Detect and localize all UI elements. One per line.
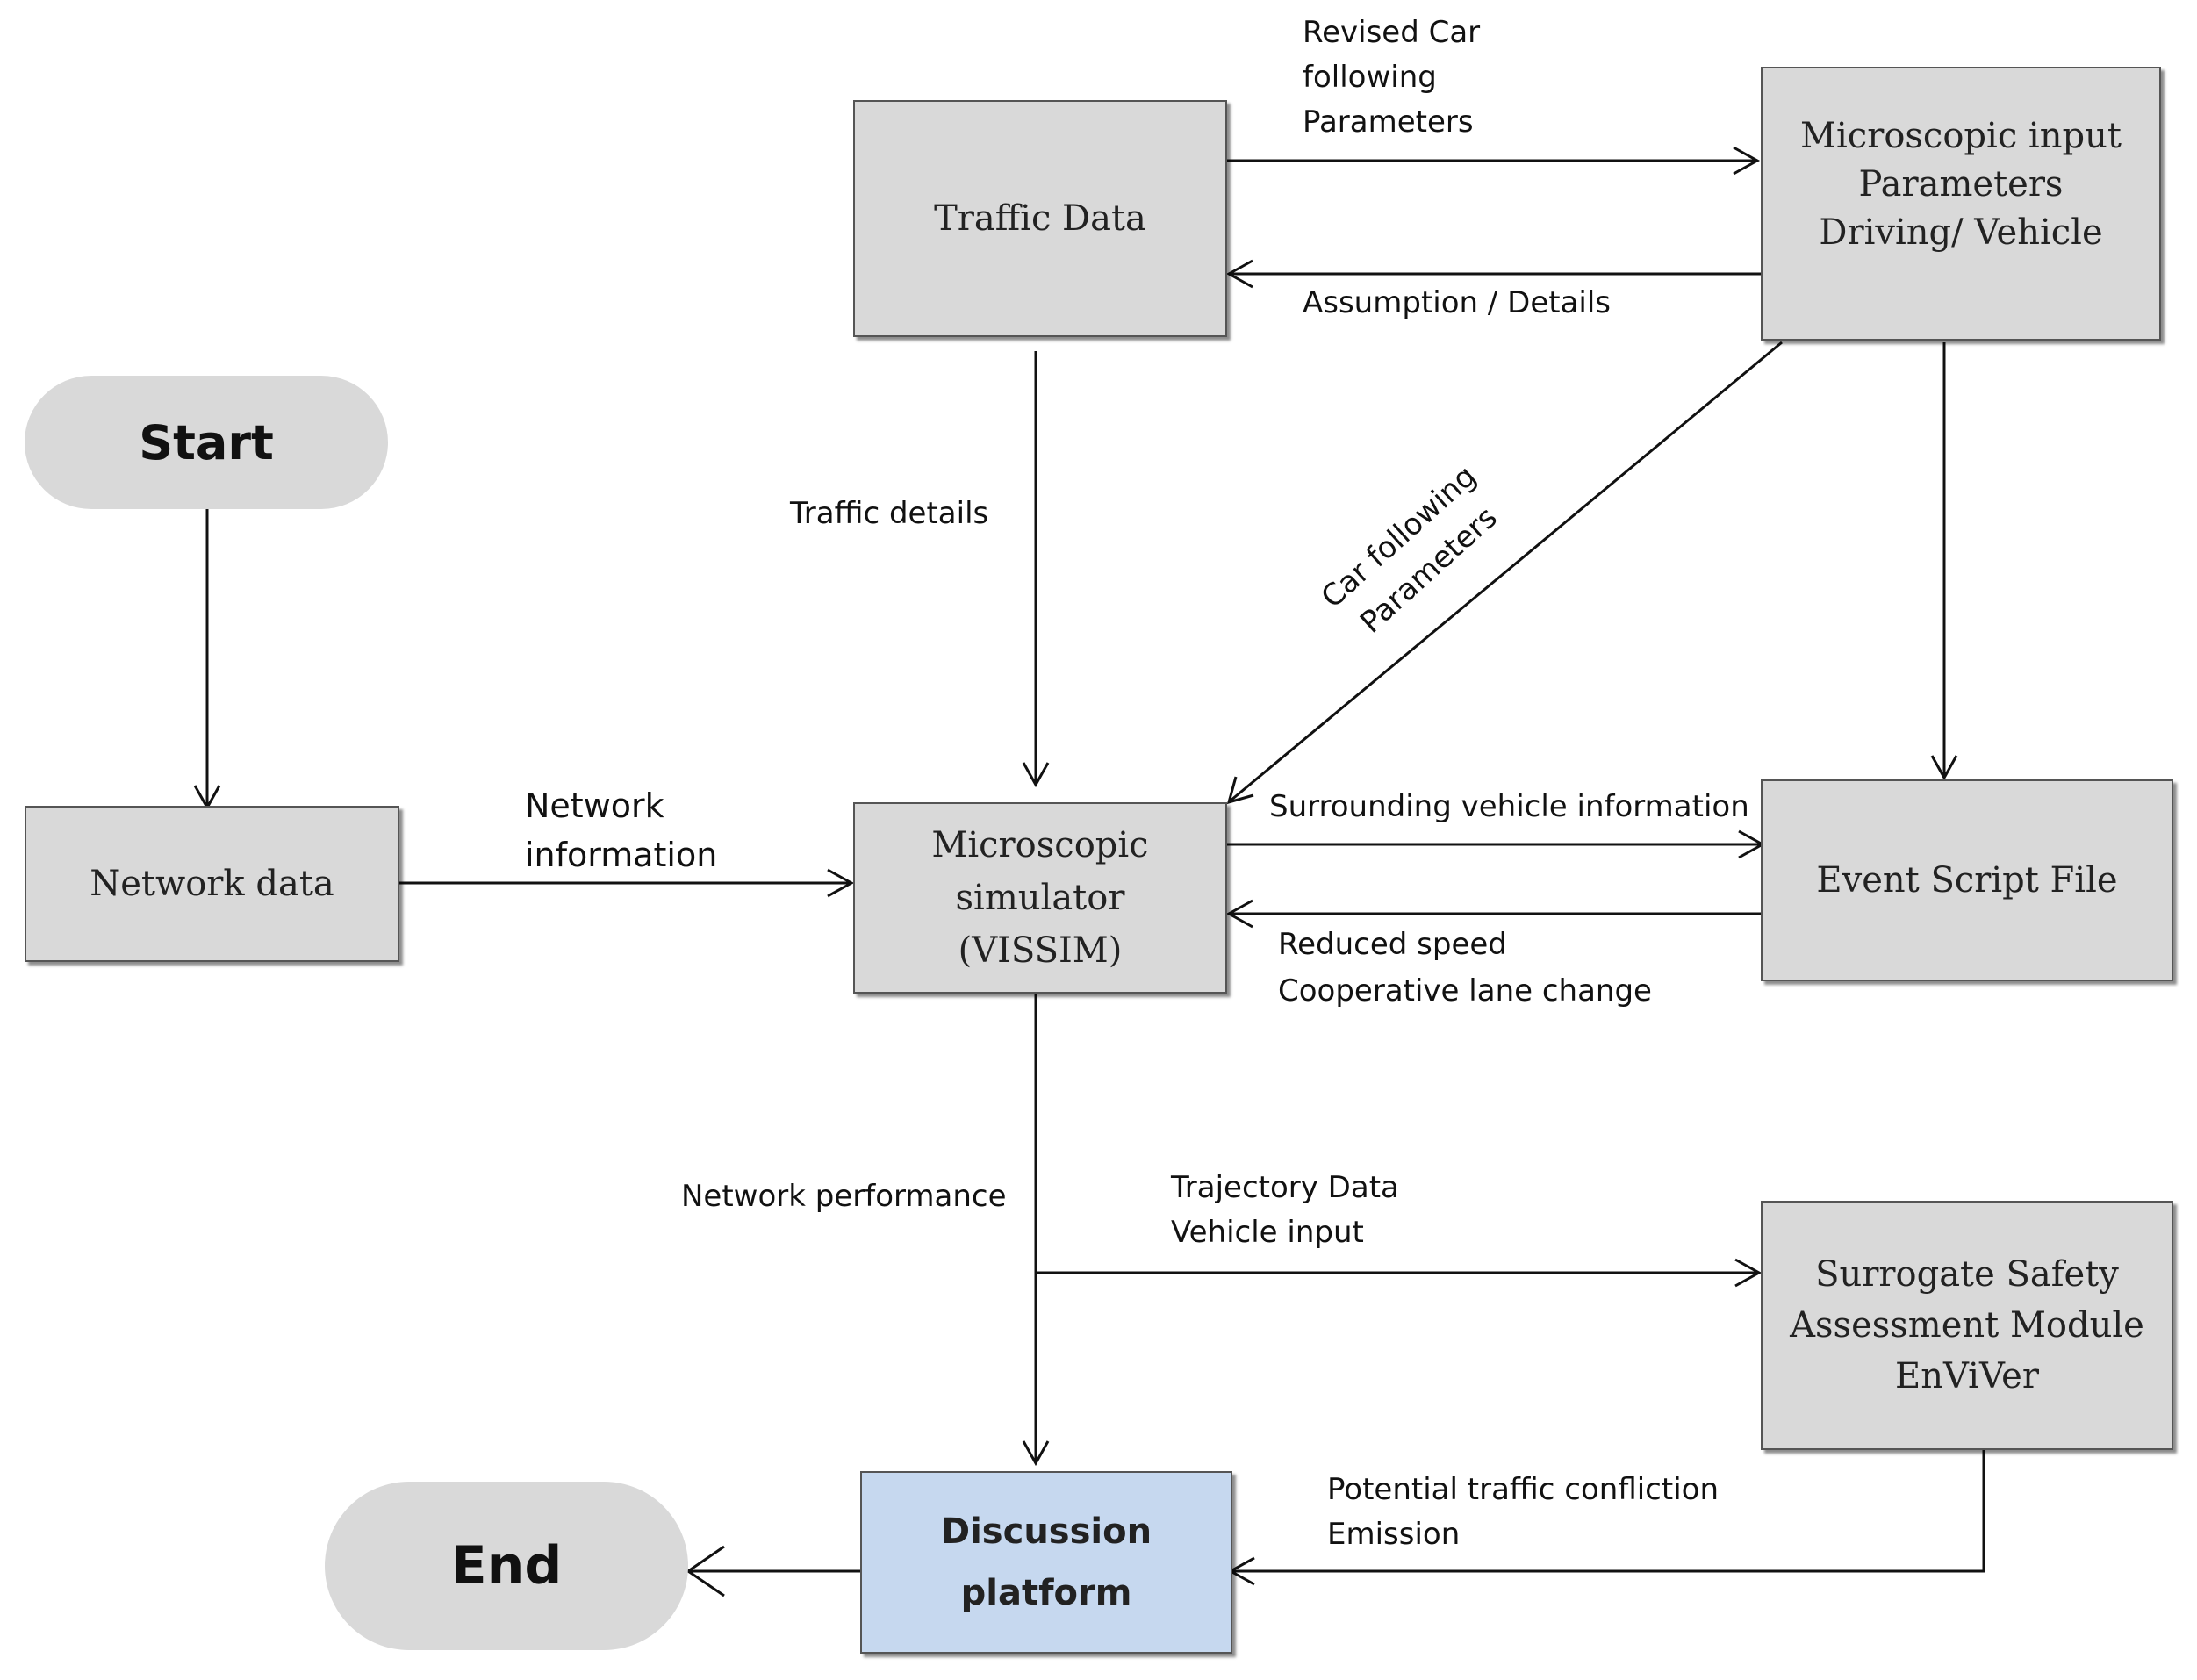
event-script-label: Event Script File — [1816, 859, 2118, 901]
potential-confliction-label: Potential traffic confliction Emission — [1327, 1472, 1720, 1552]
end-label: End — [450, 1535, 563, 1597]
network-performance-label: Network performance — [681, 1179, 1007, 1214]
traffic-data-node: Traffic Data — [853, 100, 1227, 337]
microscopic-input-line-2: Parameters — [1858, 164, 2064, 205]
surrogate-line-4: EnViVer — [1895, 1356, 2039, 1396]
surrounding-info-label: Surrounding vehicle information — [1269, 789, 1749, 824]
trajectory-data-label: Trajectory Data Vehicle input — [1171, 1170, 1399, 1250]
arrow-potential-confliction — [1232, 1450, 1985, 1573]
simulator-line-1: Microscopic — [931, 825, 1149, 865]
arrowhead — [1930, 755, 1958, 781]
reduced-speed-label: Reduced speed Cooperative lane change — [1278, 927, 1652, 1009]
simulator-node: Microscopic simulator (VISSIM) — [853, 802, 1227, 994]
microscopic-input-node: Microscopic input Parameters Driving/ Ve… — [1761, 67, 2161, 341]
arrowhead — [1225, 899, 1253, 929]
start-terminal: Start — [25, 376, 388, 509]
arrowhead — [827, 868, 855, 898]
arrowhead — [1225, 259, 1253, 289]
surrogate-line-2: Assessment Module — [1790, 1305, 2144, 1346]
revised-parameters-label: Revised Car following Parameters — [1303, 15, 1481, 140]
network-information-label: Network information — [525, 786, 718, 874]
surrogate-safety-node: Surrogate Safety Assessment Module EnViV… — [1761, 1201, 2173, 1450]
arrowhead — [1022, 1440, 1050, 1467]
surrogate-line-1: Surrogate Safety — [1815, 1254, 2119, 1295]
microscopic-input-line-3: Driving/ Vehicle — [1819, 212, 2103, 253]
simulator-line-2: simulator — [955, 878, 1125, 918]
start-label: Start — [139, 414, 274, 470]
end-terminal: End — [325, 1482, 688, 1650]
discussion-platform-node: Discussion platform — [860, 1471, 1232, 1654]
network-data-label: Network data — [90, 863, 334, 904]
arrowhead — [686, 1545, 725, 1597]
simulator-line-3: (VISSIM) — [958, 930, 1123, 971]
traffic-data-label: Traffic Data — [934, 197, 1146, 239]
assumption-details-label: Assumption / Details — [1303, 285, 1612, 320]
traffic-details-label: Traffic details — [790, 496, 989, 531]
network-data-node: Network data — [25, 806, 399, 962]
discussion-line-2: platform — [960, 1573, 1132, 1613]
event-script-node: Event Script File — [1761, 779, 2173, 981]
arrowhead — [1022, 762, 1050, 788]
arrowhead — [1734, 1258, 1763, 1288]
microscopic-input-line-1: Microscopic input — [1800, 116, 2122, 156]
arrowhead — [1733, 146, 1761, 176]
arrowhead — [1226, 776, 1254, 805]
discussion-line-1: Discussion — [940, 1511, 1152, 1552]
arrow-car-following — [1230, 341, 1783, 802]
